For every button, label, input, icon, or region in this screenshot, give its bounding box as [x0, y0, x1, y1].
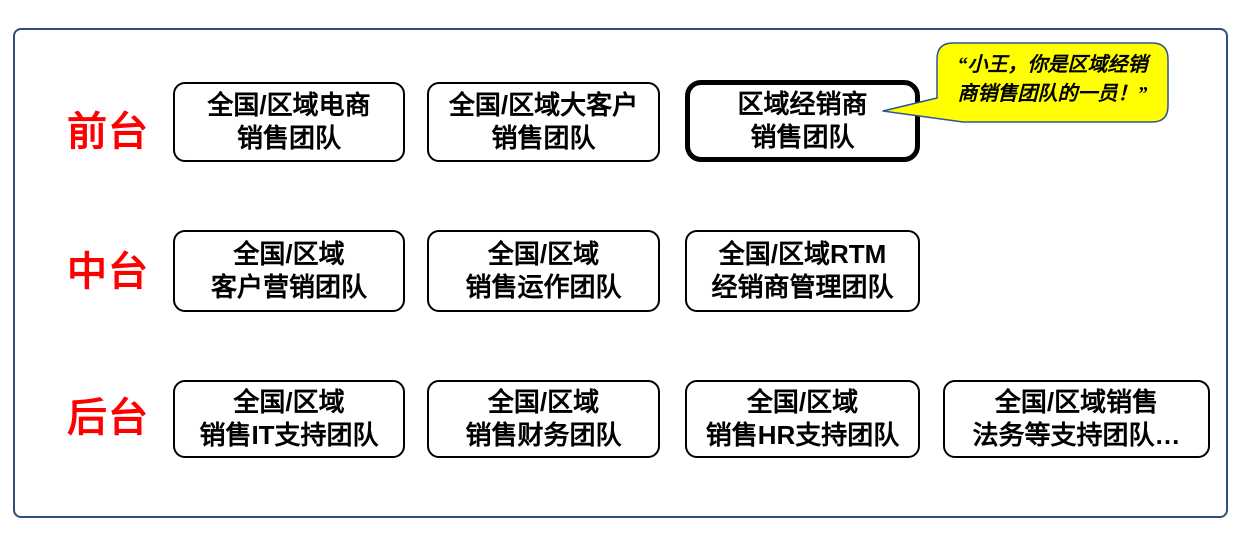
team-box-label: 全国/区域销售 法务等支持团队… — [972, 387, 1181, 450]
team-box-sales-hr-support: 全国/区域 销售HR支持团队 — [685, 380, 920, 458]
team-box-label: 全国/区域 销售IT支持团队 — [199, 387, 379, 450]
team-box-label: 全国/区域 客户营销团队 — [210, 239, 367, 302]
team-box-label: 全国/区域 销售运作团队 — [465, 239, 622, 302]
team-box-label: 全国/区域 销售财务团队 — [465, 387, 622, 450]
speech-bubble-shape — [882, 42, 1169, 123]
team-box-rtm-distributor-management: 全国/区域RTM 经销商管理团队 — [685, 230, 920, 312]
team-box-label: 全国/区域电商 销售团队 — [207, 90, 371, 153]
team-box-sales-it-support: 全国/区域 销售IT支持团队 — [173, 380, 405, 458]
team-box-sales-legal-support: 全国/区域销售 法务等支持团队… — [943, 380, 1210, 458]
team-box-ecommerce-sales: 全国/区域电商 销售团队 — [173, 82, 405, 162]
team-box-label: 全国/区域RTM 经销商管理团队 — [711, 239, 894, 302]
row-label-back-office: 后台 — [67, 396, 149, 440]
row-label-front-office: 前台 — [67, 110, 149, 154]
team-box-label: 区域经销商 销售团队 — [737, 89, 868, 152]
team-box-key-account-sales: 全国/区域大客户 销售团队 — [427, 82, 660, 162]
team-box-customer-marketing: 全国/区域 客户营销团队 — [173, 230, 405, 312]
team-box-sales-operations: 全国/区域 销售运作团队 — [427, 230, 660, 312]
team-box-sales-finance: 全国/区域 销售财务团队 — [427, 380, 660, 458]
speech-bubble-text: “小王，你是区域经销 商销售团队的一员！” — [957, 54, 1148, 105]
row-label-middle-office: 中台 — [67, 250, 149, 294]
team-box-label: 全国/区域大客户 销售团队 — [448, 90, 639, 153]
team-box-regional-distributor-sales-highlighted: 区域经销商 销售团队 — [685, 80, 920, 162]
team-box-label: 全国/区域 销售HR支持团队 — [705, 387, 900, 450]
